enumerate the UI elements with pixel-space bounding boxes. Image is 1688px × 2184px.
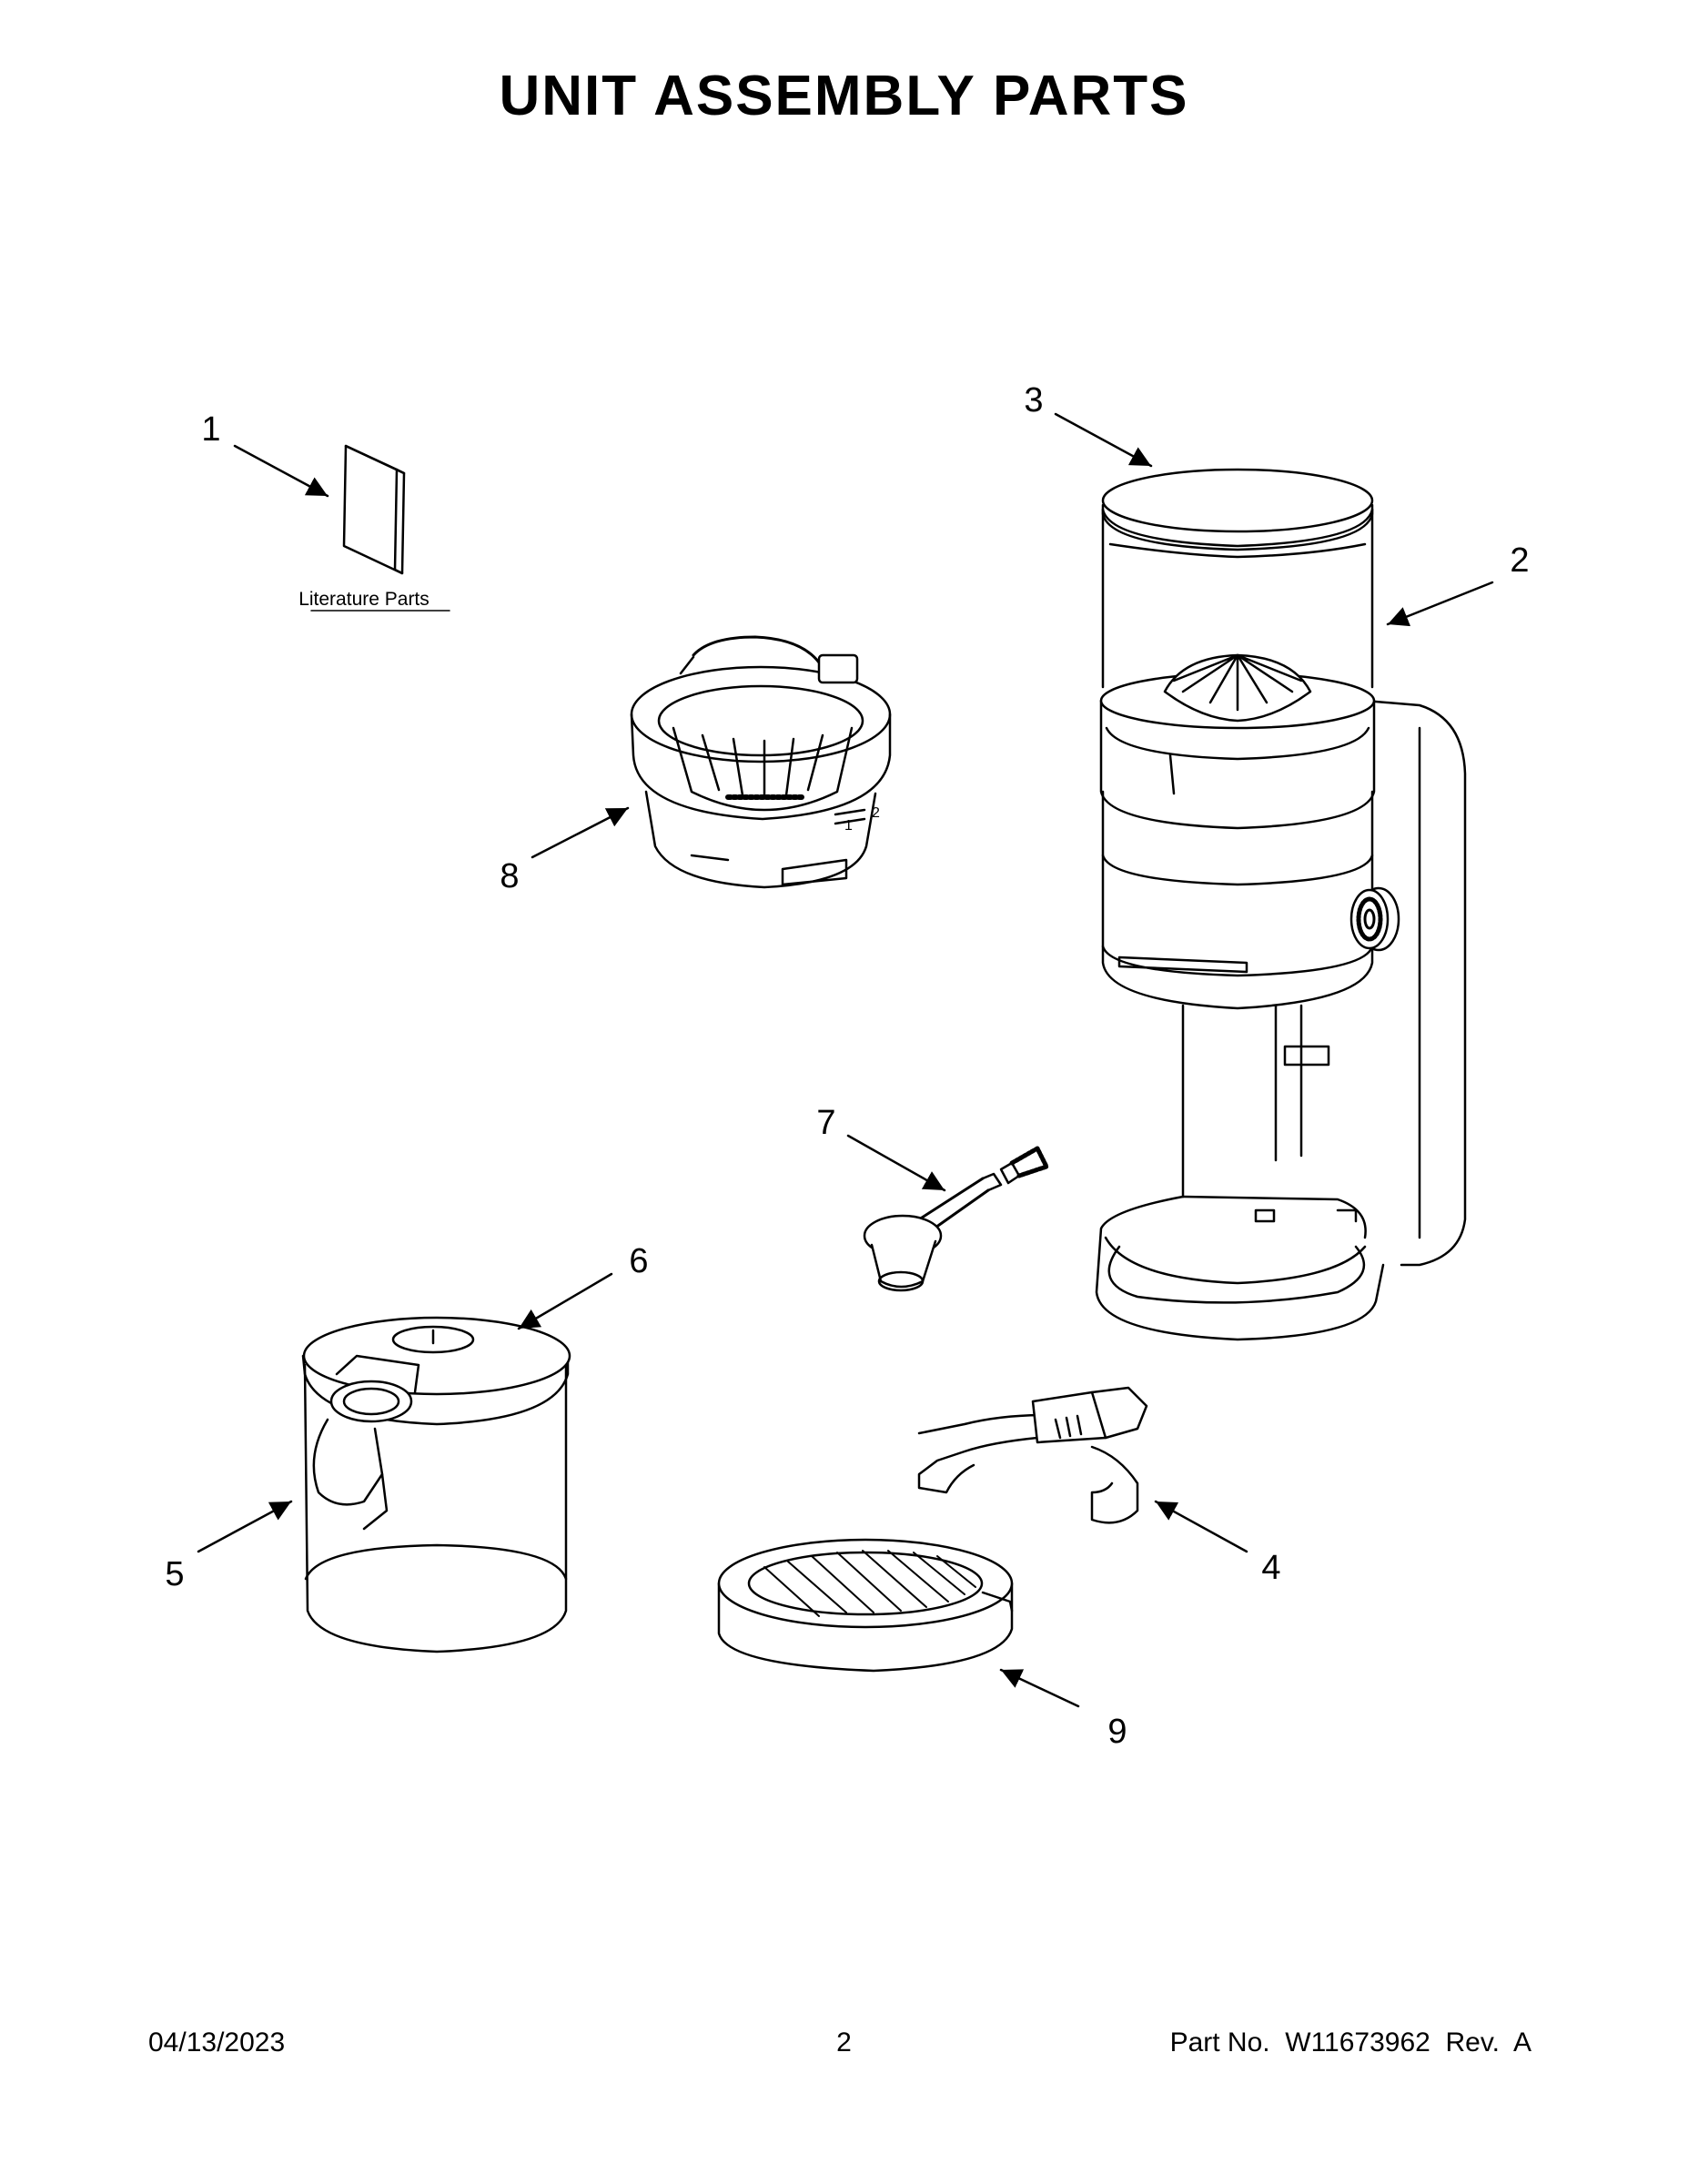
literature-parts-label: Literature Parts [298, 589, 430, 610]
burr-ring-mark-2: 2 [872, 805, 880, 821]
grounds-container [303, 1363, 568, 1653]
callout-arrow-2 [1386, 581, 1494, 627]
callout-arrow-8 [531, 806, 630, 859]
callout-arrow-1 [233, 444, 329, 498]
callout-4: 4 [1261, 1549, 1280, 1587]
callout-arrow-6 [517, 1272, 613, 1330]
page-title: UNIT ASSEMBLY PARTS [499, 65, 1189, 127]
callout-2: 2 [1510, 541, 1529, 580]
grind-adjust-knob [1349, 886, 1400, 952]
literature-booklet [342, 444, 406, 575]
scoop-brush-tool [863, 1146, 1049, 1292]
footer-page-number: 2 [836, 2027, 852, 2058]
callout-8: 8 [500, 857, 519, 895]
callout-arrow-3 [1054, 412, 1153, 468]
callout-1: 1 [201, 410, 220, 449]
footer-part-number: Part No. W11673962 Rev. A [1169, 2027, 1531, 2058]
callout-arrow-4 [1154, 1500, 1248, 1553]
container-lid [301, 1316, 571, 1531]
callout-arrow-9 [999, 1668, 1080, 1708]
callout-arrow-5 [197, 1500, 293, 1553]
burr-carrier-assembly [630, 635, 892, 889]
callout-3: 3 [1024, 381, 1043, 420]
tray-bracket [917, 1386, 1148, 1524]
callout-6: 6 [629, 1242, 648, 1280]
drip-tray [717, 1538, 1014, 1673]
callout-9: 9 [1107, 1713, 1127, 1751]
callout-5: 5 [165, 1555, 184, 1593]
grinder-body [1095, 468, 1467, 1341]
callout-7: 7 [816, 1104, 835, 1142]
callout-arrow-7 [846, 1134, 946, 1192]
footer-date: 04/13/2023 [148, 2027, 286, 2058]
burr-ring-mark-1: 1 [844, 818, 853, 834]
